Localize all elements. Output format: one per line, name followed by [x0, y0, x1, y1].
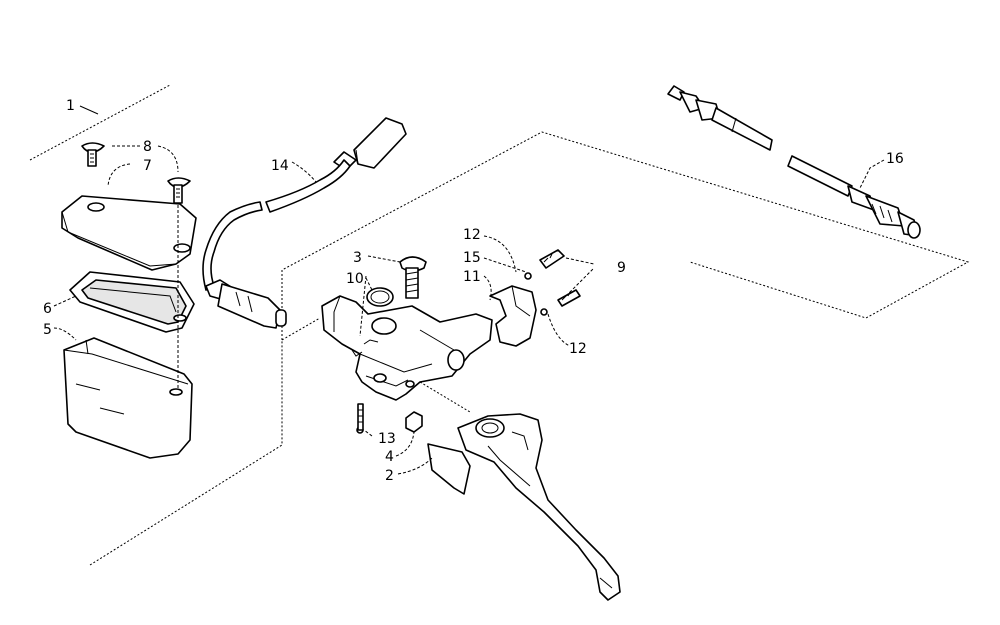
screw-part-8-lower — [167, 177, 191, 204]
callout-4: 4 — [385, 449, 394, 465]
screw-part-9-upper — [539, 249, 565, 269]
callout-14: 15 — [463, 250, 481, 266]
diaphragm-part-6 — [69, 271, 195, 333]
handlebar-clamp-part-12 — [489, 285, 537, 347]
brake-lever-part-2 — [427, 413, 621, 601]
screw-part-13 — [356, 403, 364, 434]
washer-part-14 — [524, 272, 532, 280]
callout-12-upper: 12 — [463, 227, 481, 243]
callout-6: 6 — [43, 301, 52, 317]
washer-part-12-lower — [540, 308, 548, 316]
reservoir-body-part-5 — [63, 337, 193, 459]
callout-1: 1 — [66, 98, 75, 114]
master-cylinder-part-11 — [321, 295, 493, 401]
callout-16: 16 — [886, 151, 904, 167]
callout-5: 5 — [43, 322, 52, 338]
assembly-boundary-lines — [29, 84, 970, 566]
callout-15: 14 — [271, 158, 289, 174]
callout-3: 3 — [353, 250, 362, 266]
bolt-part-3 — [399, 256, 427, 299]
callout-11: 11 — [463, 269, 481, 285]
brake-switch-part-15 — [202, 117, 407, 329]
callout-labels: 1 8 7 14 6 5 3 10 11 12 15 9 12 13 4 2 1… — [43, 98, 904, 484]
callout-2: 2 — [385, 468, 394, 484]
callout-13: 13 — [378, 431, 396, 447]
screw-part-8-upper — [81, 142, 105, 167]
callout-8: 8 — [143, 139, 152, 155]
callout-12-lower: 12 — [569, 341, 587, 357]
leader-lines — [53, 105, 885, 475]
callout-7: 7 — [143, 158, 152, 174]
reservoir-cover-part-7 — [61, 195, 197, 271]
screw-part-9-lower — [557, 289, 581, 307]
cable-part-16 — [667, 85, 921, 239]
callout-9: 9 — [617, 260, 626, 276]
callout-10: 10 — [346, 271, 364, 287]
nut-part-4 — [405, 411, 423, 433]
